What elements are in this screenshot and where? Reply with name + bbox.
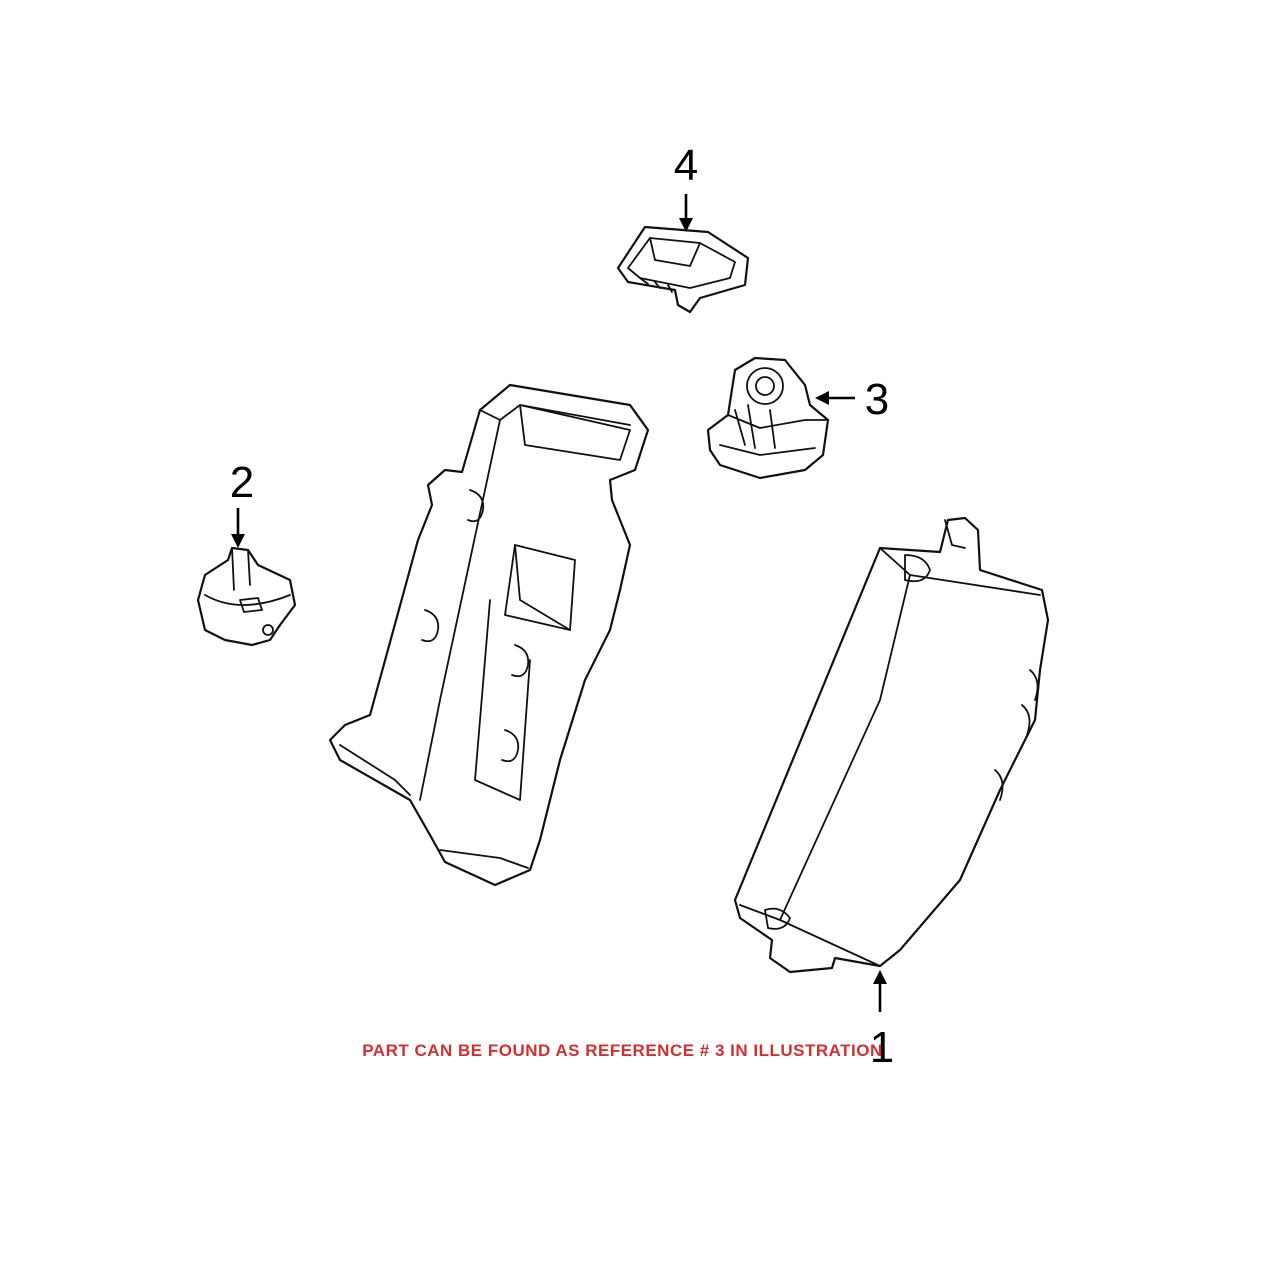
part-3-camera[interactable] <box>706 356 830 480</box>
callout-arrow-4 <box>679 194 693 232</box>
part-1-module[interactable] <box>733 516 1050 974</box>
mounting-bracket[interactable] <box>328 383 650 887</box>
callout-label-4: 4 <box>674 141 698 190</box>
reference-note: PART CAN BE FOUND AS REFERENCE # 3 IN IL… <box>362 1041 883 1060</box>
callout-label-3: 3 <box>865 375 889 424</box>
callout-label-1: 1 <box>870 1023 894 1072</box>
part-2-connector[interactable] <box>196 546 297 647</box>
callout-arrow-2 <box>231 508 245 548</box>
callout-arrow-1 <box>873 970 887 1012</box>
callout-label-2: 2 <box>230 458 254 507</box>
part-4-clip[interactable] <box>616 225 750 314</box>
callout-arrow-3 <box>815 391 855 405</box>
